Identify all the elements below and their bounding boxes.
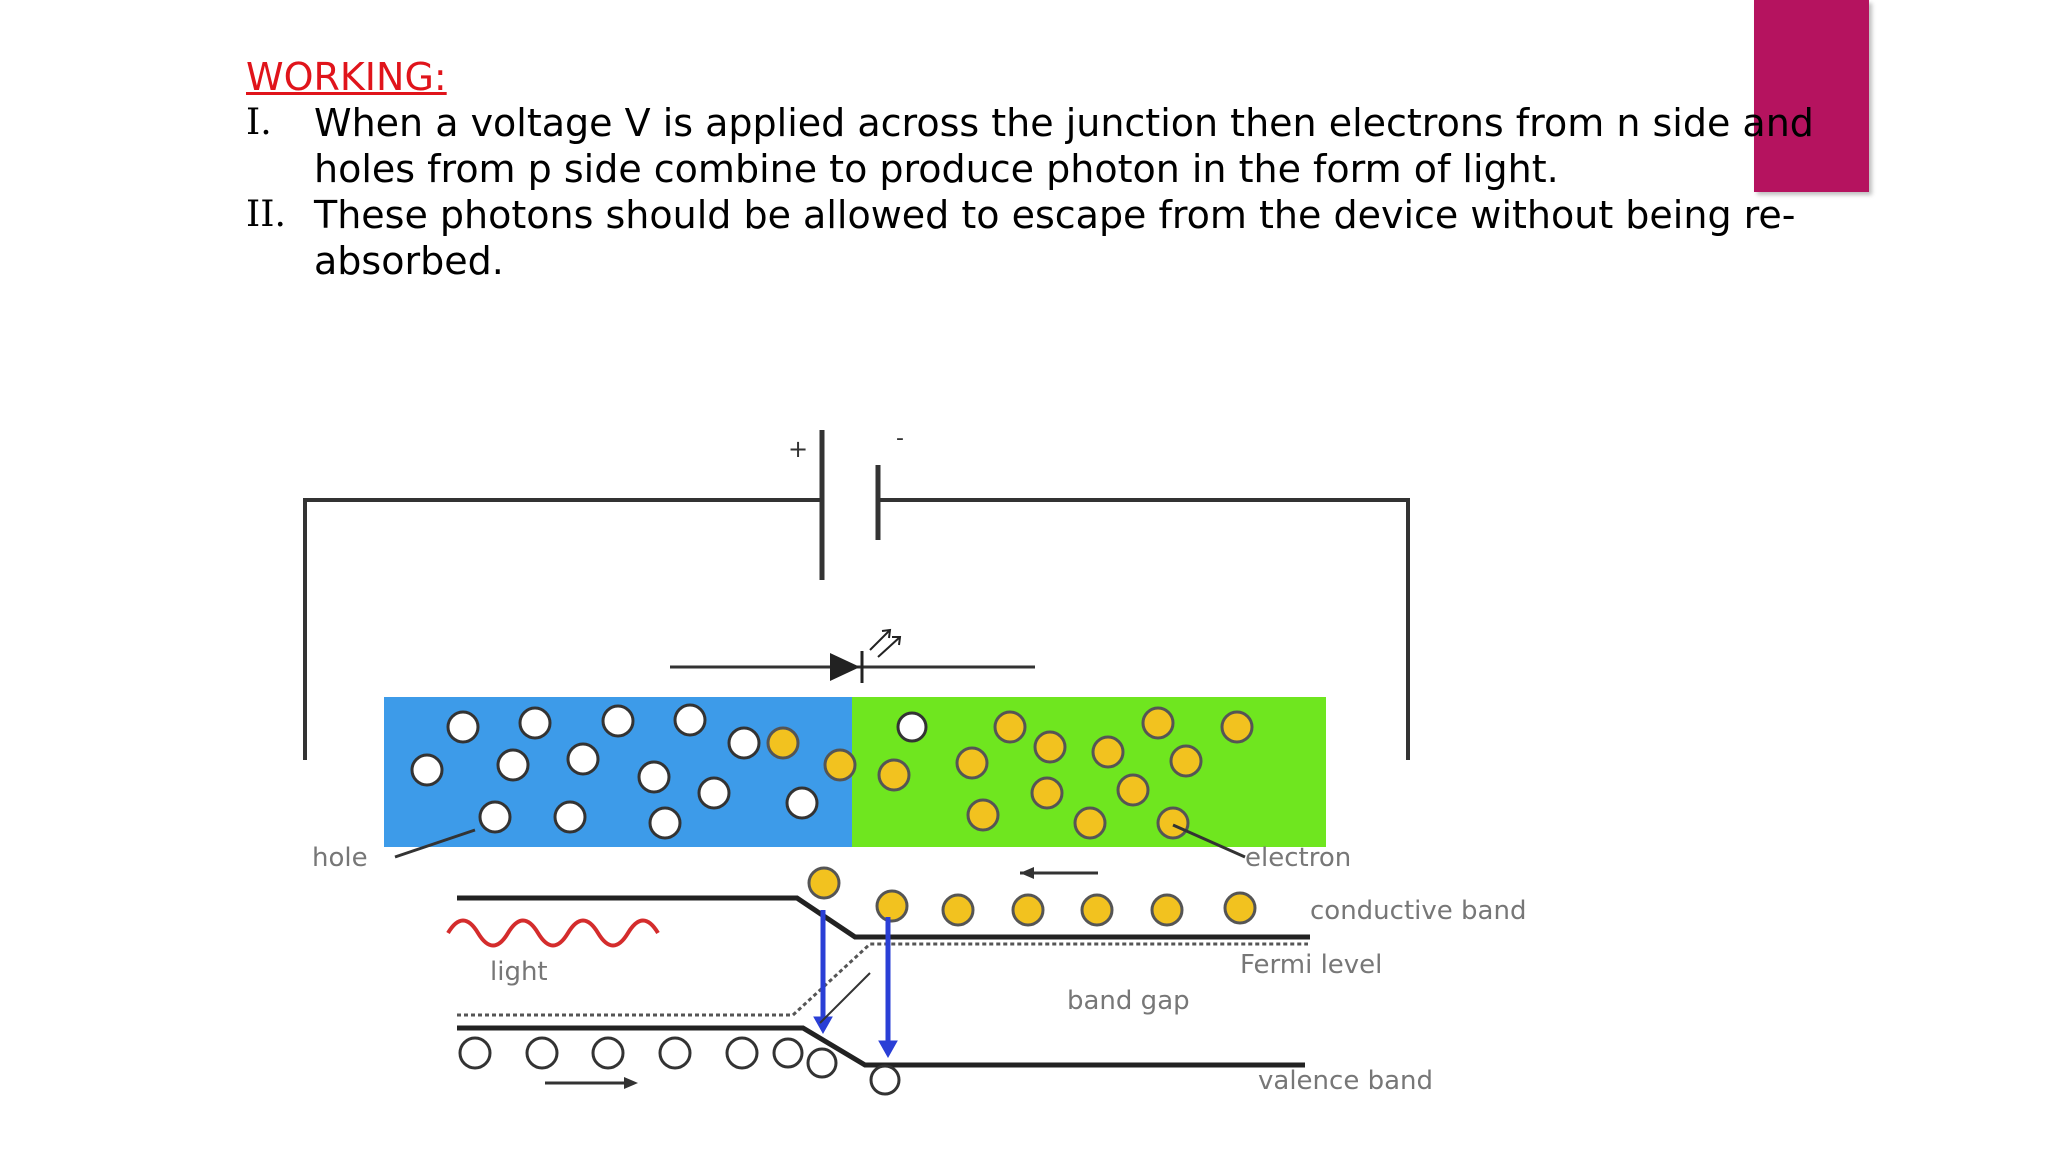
hole-label: hole	[312, 843, 368, 873]
conduction-band-electrons	[807, 866, 1257, 927]
transition-diagonal	[819, 972, 871, 1024]
emission-arrows-icon	[869, 628, 902, 658]
conduction-band-line	[457, 895, 1310, 940]
accent-bar	[1754, 0, 1869, 192]
electron-flow-arrowhead	[1020, 867, 1034, 879]
fermi-level-line	[457, 942, 1308, 1017]
holes-p-region	[410, 703, 928, 840]
hole-flow-arrowhead	[624, 1077, 638, 1089]
bullet-marker: I.	[246, 102, 272, 143]
circuit-wire	[303, 498, 1410, 760]
bullet-text: When a voltage V is applied across the j…	[314, 101, 1814, 191]
hole-pointer	[394, 828, 476, 859]
electron-label: electron	[1245, 843, 1351, 873]
light-label: light	[490, 957, 548, 987]
conductive-band-label: conductive band	[1310, 896, 1526, 926]
fermi-level-label: Fermi level	[1240, 950, 1382, 980]
electron-pointer	[1172, 823, 1246, 859]
valence-band-holes	[458, 1036, 901, 1096]
bullet-text: These photons should be allowed to escap…	[314, 193, 1796, 283]
band-gap-label: band gap	[1067, 986, 1190, 1016]
battery-minus-sign: -	[896, 426, 904, 451]
recombination-arrows	[813, 910, 898, 1059]
valence-band-line	[457, 1025, 1305, 1068]
led-diagram-svg: + - hole e	[303, 426, 1526, 1096]
diode-triangle	[830, 653, 860, 681]
electrons-n-region	[766, 706, 1254, 840]
valence-band-label: valence band	[1258, 1066, 1433, 1096]
bullet-marker: II.	[246, 194, 286, 235]
light-wave	[446, 918, 660, 948]
battery-plus-sign: +	[788, 435, 808, 463]
led-working-diagram: + - hole e	[300, 425, 1570, 1100]
slide-heading: WORKING:	[246, 55, 447, 99]
